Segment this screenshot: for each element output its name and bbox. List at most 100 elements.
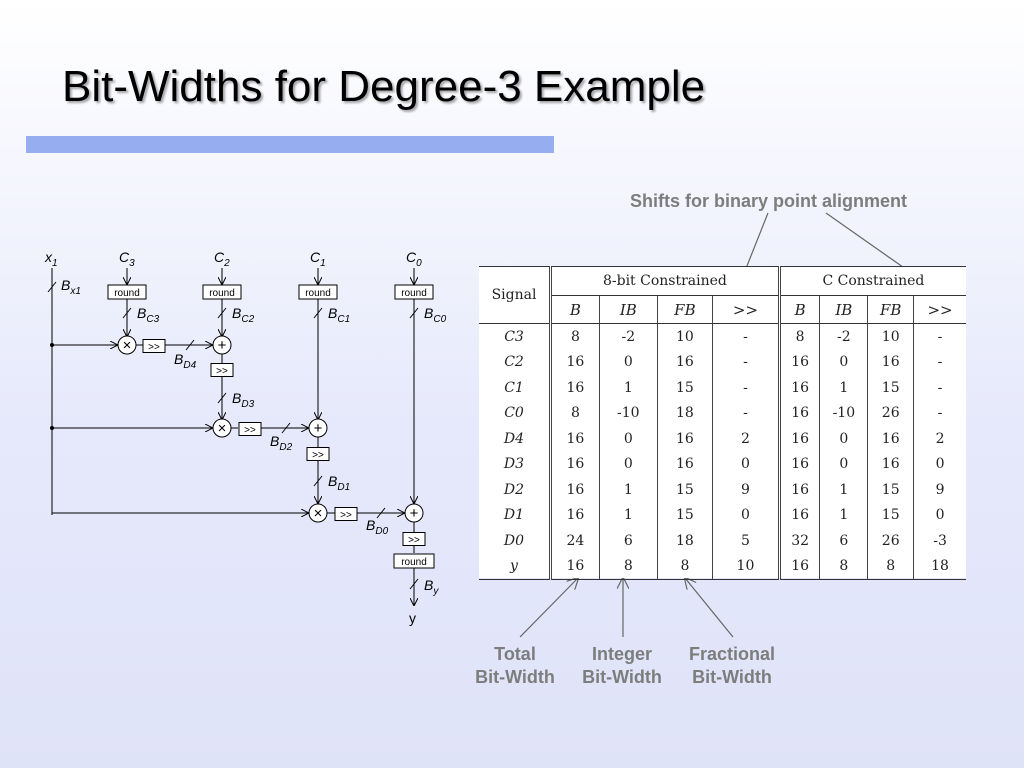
coefficient-c2: C2 — [214, 249, 230, 269]
c-shift-cell: - — [913, 375, 966, 401]
signal-cell: D1 — [503, 507, 525, 524]
signal-cell: C1 — [504, 379, 524, 396]
c-ib-cell: 0 — [819, 451, 868, 477]
sub-header-shift: >> — [913, 295, 966, 324]
annotation-fractional-line1: Fractional — [688, 644, 776, 664]
8bit-fb-cell: 18 — [656, 400, 713, 426]
c-b-cell: 16 — [777, 426, 820, 452]
slide-title: Bit-Widths for Degree-3 Example — [62, 62, 706, 111]
c-b-cell: 32 — [777, 528, 820, 554]
annotation-fractional-line2: Bit-Width — [692, 667, 772, 687]
8bit-b-cell: 16 — [549, 426, 600, 452]
output-label-y: y — [409, 610, 416, 626]
8bit-fb-cell: 8 — [656, 553, 713, 580]
title-underline-bar — [26, 136, 554, 153]
c-shift-cell: -3 — [913, 528, 966, 554]
annotation-total-bit-width: Total Bit-Width — [468, 643, 562, 689]
shift-box — [210, 363, 234, 377]
bd2-tick — [281, 422, 291, 434]
8bit-ib-cell: 0 — [598, 349, 658, 375]
c-ib-cell: 1 — [819, 502, 868, 528]
round-box-output-label: round — [401, 557, 427, 568]
arrow-to-total-width — [519, 578, 578, 638]
bit-label-by: By — [424, 577, 439, 597]
c-fb-cell: 26 — [867, 528, 914, 554]
c-ib-cell: 0 — [819, 349, 868, 375]
signal-cell: C3 — [504, 328, 524, 345]
c-ib-cell: 8 — [819, 553, 868, 580]
adder-3-symbol: + — [410, 505, 419, 522]
signal-cell: C0 — [504, 405, 524, 422]
shift-box — [238, 422, 262, 436]
8bit-shift-cell: 5 — [712, 528, 780, 554]
c-shift-cell: 9 — [913, 477, 966, 503]
coefficient-c3: C3 — [119, 249, 135, 269]
bd1-tick — [313, 475, 323, 487]
c-shift-cell: 2 — [913, 426, 966, 452]
bx1-tick — [47, 281, 57, 293]
shift-box-label: >> — [244, 425, 256, 436]
c-fb-cell: 15 — [867, 375, 914, 401]
coefficient-c1: C1 — [310, 249, 326, 269]
shift-box — [306, 447, 330, 461]
8bit-shift-cell: - — [712, 400, 780, 426]
8bit-b-cell: 8 — [549, 323, 600, 350]
signal-cell: D4 — [503, 430, 525, 447]
8bit-ib-cell: 0 — [598, 451, 658, 477]
8bit-ib-cell: -2 — [598, 323, 658, 350]
c-b-cell: 16 — [777, 349, 820, 375]
annotation-total-line1: Total — [494, 644, 536, 664]
round-box-label: round — [114, 288, 140, 299]
bit-label-bd2: BD2 — [270, 433, 293, 453]
8bit-shift-cell: 9 — [712, 477, 780, 503]
c-ib-cell: 1 — [819, 375, 868, 401]
8bit-ib-cell: 0 — [598, 426, 658, 452]
8bit-b-cell: 16 — [549, 477, 600, 503]
bit-label-bd1: BD1 — [328, 473, 350, 493]
shift-box — [142, 339, 166, 353]
c-fb-cell: 16 — [867, 426, 914, 452]
c-b-cell: 16 — [777, 502, 820, 528]
8bit-shift-cell: 10 — [712, 553, 780, 580]
c-fb-cell: 26 — [867, 400, 914, 426]
8bit-ib-cell: 8 — [598, 553, 658, 580]
c-fb-cell: 10 — [867, 323, 914, 350]
round-box-label: round — [401, 288, 427, 299]
bit-width-table-panel: Signal 8-bit Constrained C Constrained B… — [479, 266, 966, 580]
sub-header-b: B — [777, 295, 820, 324]
shift-box — [402, 532, 426, 546]
signal-header: Signal — [479, 266, 551, 324]
coefficient-c0: C0 — [406, 249, 422, 269]
round-box-label: round — [305, 288, 331, 299]
bd3-tick — [217, 392, 227, 404]
sub-header-fb: FB — [867, 295, 914, 324]
multiplier-3-symbol: × — [314, 505, 323, 522]
bit-label-bd0: BD0 — [366, 517, 389, 537]
signal-cell: D2 — [503, 481, 525, 498]
sub-header-ib: IB — [598, 295, 658, 324]
adder-1-symbol: + — [218, 337, 227, 354]
shift-box-label: >> — [408, 535, 420, 546]
8bit-fb-cell: 16 — [656, 426, 713, 452]
8bit-fb-cell: 10 — [656, 323, 713, 350]
shift-box-label: >> — [216, 366, 228, 377]
c-fb-cell: 15 — [867, 502, 914, 528]
bit-label-bd4: BD4 — [174, 351, 197, 371]
8bit-b-cell: 8 — [549, 400, 600, 426]
signal-cell: C2 — [504, 354, 524, 371]
8bit-shift-cell: - — [712, 349, 780, 375]
8bit-shift-cell: 0 — [712, 451, 780, 477]
group-c-header: C Constrained — [777, 266, 966, 296]
shift-box — [334, 507, 358, 521]
c-ib-cell: 6 — [819, 528, 868, 554]
8bit-b-cell: 16 — [549, 451, 600, 477]
8bit-ib-cell: 1 — [598, 502, 658, 528]
8bit-fb-cell: 16 — [656, 451, 713, 477]
